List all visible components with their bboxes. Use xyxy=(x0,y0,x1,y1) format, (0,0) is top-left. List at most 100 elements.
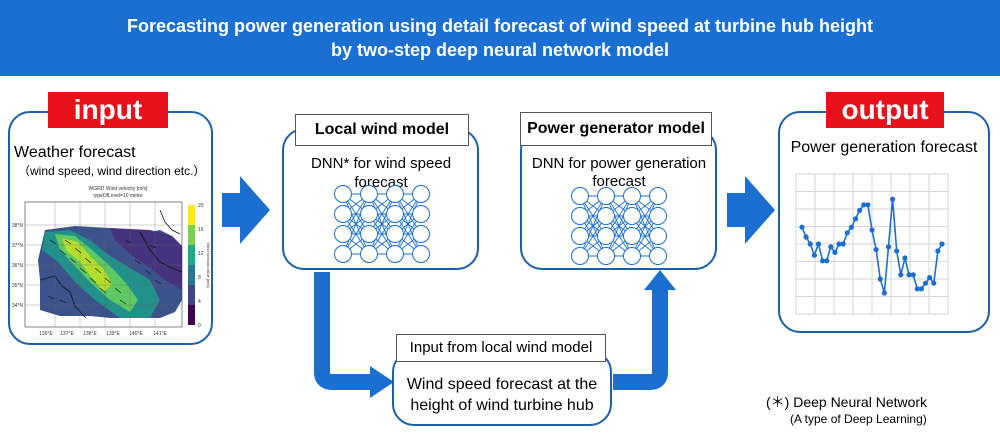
chart-point xyxy=(902,255,908,261)
chart-point xyxy=(931,280,937,286)
nn-node xyxy=(571,207,589,225)
map-lat-ticks: 38°N 37°N 36°N 35°N 34°N xyxy=(12,223,24,309)
nn-node xyxy=(571,227,589,245)
nn-node xyxy=(360,245,378,263)
cbar-tick: 12 xyxy=(198,251,204,257)
nn-connection xyxy=(631,195,659,257)
input-tag: input xyxy=(48,92,168,128)
power-model-desc-2: forecast xyxy=(592,173,646,190)
chart-point xyxy=(910,272,916,278)
arrow-power-to-output xyxy=(727,176,775,244)
nn-node xyxy=(597,227,615,245)
chart-point xyxy=(935,248,941,254)
nn-node xyxy=(649,207,667,225)
chart-point xyxy=(906,272,912,278)
map-colorbar xyxy=(188,205,195,325)
nn-node xyxy=(386,245,404,263)
chart-point xyxy=(927,275,933,281)
nn-node xyxy=(649,187,667,205)
nn-node xyxy=(360,225,378,243)
lat-tick: 34°N xyxy=(12,303,24,309)
cbar-tick: 4 xyxy=(198,299,201,305)
chart-point xyxy=(803,234,809,240)
nn-node xyxy=(649,247,667,265)
nn-node xyxy=(386,205,404,223)
chart-point xyxy=(869,227,875,233)
chart-point xyxy=(848,224,855,230)
colorbar-label: Wind forecast value [m/s] xyxy=(206,243,211,288)
chart-point xyxy=(894,248,900,254)
nn-node xyxy=(360,185,378,203)
chart-point xyxy=(881,290,887,296)
nn-node xyxy=(649,227,667,245)
nn-node xyxy=(386,225,404,243)
nn-node xyxy=(623,227,641,245)
arrow-input-to-local-wind xyxy=(222,176,270,244)
power-forecast-heading: Power generation forecast xyxy=(790,139,978,156)
lon-tick: 137°E xyxy=(60,331,74,337)
lon-tick: 141°E xyxy=(153,331,167,337)
chart-point xyxy=(836,241,842,247)
chart-point xyxy=(914,286,920,292)
chart-point xyxy=(889,196,896,202)
map-colorbar-ticks: 20 16 12 8 4 0 xyxy=(198,203,204,329)
nn-node xyxy=(334,245,352,263)
map-subtitle: typeOfLevel=10 metre xyxy=(93,193,143,199)
map-calm-area xyxy=(110,228,182,290)
chart-point xyxy=(939,241,945,247)
lon-tick: 136°E xyxy=(39,331,53,337)
nn-node xyxy=(412,245,430,263)
chart-point xyxy=(799,224,805,230)
arrow-local-wind-to-hub-head xyxy=(370,366,394,398)
nn-connection xyxy=(605,195,633,257)
nn-node xyxy=(597,207,615,225)
chart-point xyxy=(824,258,830,264)
chart-point xyxy=(815,241,822,247)
nn-node xyxy=(412,205,430,223)
chart-point xyxy=(918,286,925,292)
chart-point xyxy=(844,230,850,236)
map-lon-ticks: 136°E 137°E 138°E 139°E 140°E 141°E xyxy=(39,331,167,337)
hub-input-line-1: Wind speed forecast at the xyxy=(406,376,598,393)
nn-node xyxy=(334,205,352,223)
output-tag: output xyxy=(826,92,944,128)
power-model-title: Power generator model xyxy=(520,112,712,146)
footnote-line-1: (＊) Deep Neural Network xyxy=(766,394,928,410)
chart-point xyxy=(819,258,826,264)
chart-point xyxy=(922,280,929,286)
map-coastline xyxy=(39,209,183,319)
footnote-line-2: (A type of Deep Learning) xyxy=(790,412,927,426)
title-banner: Forecasting power generation using detai… xyxy=(0,0,1000,76)
cbar-tick: 20 xyxy=(198,203,204,209)
chart-point xyxy=(857,207,863,213)
nn-node xyxy=(623,207,641,225)
hub-input-line-2: height of wind turbine hub xyxy=(410,397,594,414)
lat-tick: 38°N xyxy=(12,223,24,229)
lat-tick: 37°N xyxy=(12,243,24,249)
lon-tick: 140°E xyxy=(129,331,143,337)
chart-point xyxy=(885,244,892,250)
nn-node xyxy=(597,247,615,265)
nn-connection xyxy=(368,193,396,255)
nn-node xyxy=(412,225,430,243)
chart-point xyxy=(828,244,834,250)
power-model-desc-1: DNN for power generation xyxy=(531,155,707,172)
arrow-hub-to-power-head xyxy=(644,270,676,290)
nn-node xyxy=(360,205,378,223)
local-wind-title: Local wind model xyxy=(295,114,469,146)
lon-tick: 138°E xyxy=(83,331,97,337)
chart-point xyxy=(840,241,846,247)
title-line-1: Forecasting power generation using detai… xyxy=(126,16,874,36)
lat-tick: 35°N xyxy=(12,283,24,289)
arrow-hub-to-power xyxy=(613,288,668,390)
cbar-tick: 8 xyxy=(198,275,201,281)
chart-point xyxy=(807,241,813,247)
hub-input-title: Input from local wind model xyxy=(396,334,606,362)
chart-point xyxy=(877,276,883,282)
nn-node xyxy=(334,225,352,243)
arrow-local-wind-to-hub xyxy=(314,272,372,390)
nn-connection xyxy=(394,193,422,255)
hub-input-panel xyxy=(392,350,612,426)
